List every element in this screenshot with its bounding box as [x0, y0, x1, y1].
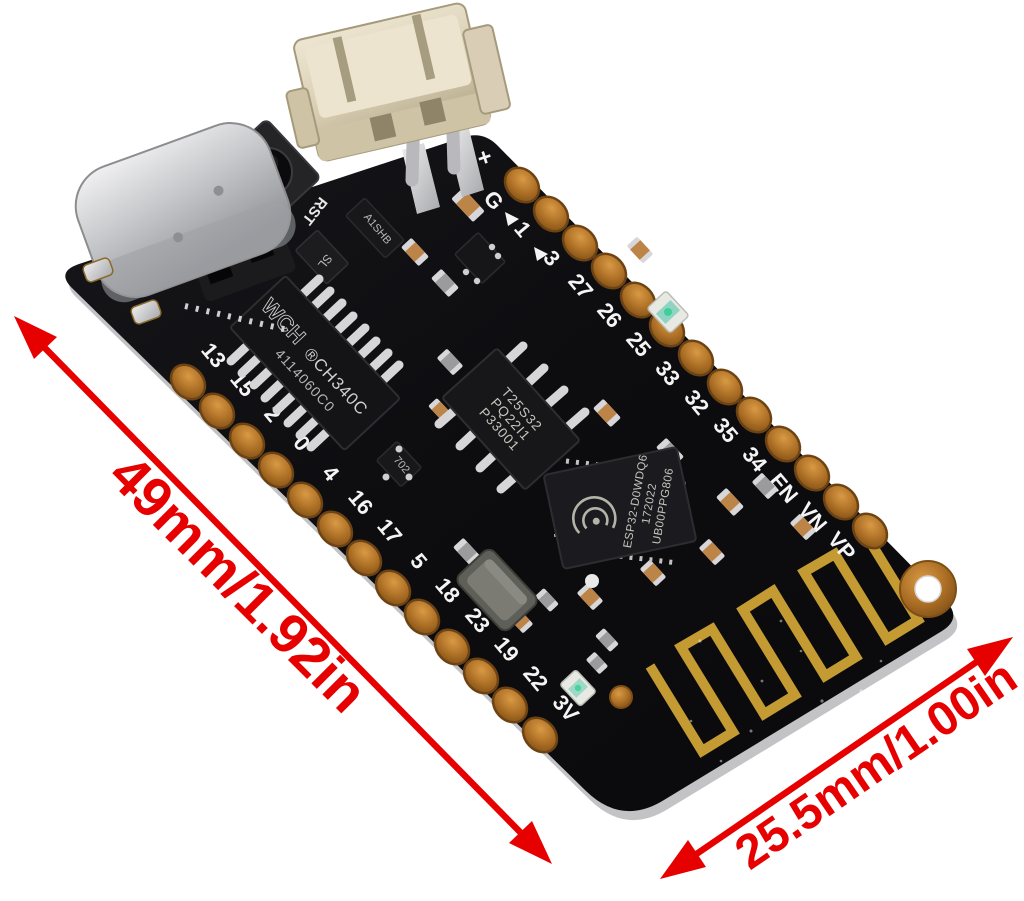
- transistor-702: 702: [376, 441, 422, 487]
- ch340-body: [230, 275, 400, 451]
- smd-component: [699, 539, 725, 565]
- battery-connector-body: [285, 2, 511, 162]
- pin-pad: [851, 512, 889, 550]
- status-led: [560, 670, 596, 706]
- flash-body: [442, 348, 580, 490]
- pin-pads-bottom-row: [169, 363, 559, 754]
- ch340-chip: WCH ®CH340C 4114060C0: [226, 274, 404, 452]
- pin-pad: [228, 422, 266, 460]
- arrowhead-icon: [660, 840, 706, 879]
- pin-pad: [590, 252, 628, 290]
- pin-pad: [561, 224, 599, 262]
- pin-pad: [503, 166, 541, 204]
- smd-component: [790, 514, 816, 540]
- smd-component: [453, 538, 481, 566]
- tx-arrow-icon: [505, 212, 519, 226]
- smd-component: [627, 237, 653, 263]
- usb-solder-lug: [82, 257, 114, 283]
- pin-pad: [706, 368, 744, 406]
- pin-pad: [793, 454, 831, 492]
- pin-pad: [521, 716, 559, 754]
- smd-component: [716, 488, 744, 516]
- pin-pad: [198, 392, 236, 430]
- pin-pad: [374, 569, 412, 607]
- flash-chip: T25S32 PQ22I1 P33001: [434, 341, 590, 494]
- pin-pad: [403, 598, 441, 636]
- dust-speckles: [558, 260, 908, 763]
- smd-component: [752, 473, 778, 499]
- arrowhead-icon: [14, 316, 57, 359]
- smd-component: [431, 269, 459, 297]
- power-led: [647, 291, 689, 333]
- pin-pad: [433, 628, 471, 666]
- gold-test-point: [609, 685, 633, 709]
- fiducial-dot: [585, 574, 599, 588]
- diode-sl: SL: [295, 230, 349, 284]
- pin-pad: [286, 481, 324, 519]
- length-arrow-line: [39, 342, 525, 837]
- pin-pad: [619, 281, 657, 319]
- smd-component: [586, 652, 608, 674]
- pin-pad: [532, 195, 570, 233]
- width-arrow-line: [693, 658, 980, 858]
- pin-pad: [822, 483, 860, 521]
- smd-component: [401, 238, 429, 266]
- pin-pad: [735, 396, 773, 434]
- pin-pad: [169, 363, 207, 401]
- arrowhead-icon: [509, 821, 552, 864]
- usb-c-connector: [74, 122, 296, 334]
- espressif-logo: [572, 496, 617, 534]
- wifi-antenna-trace: [645, 532, 925, 758]
- mounting-hole: [899, 560, 957, 618]
- pin-pad: [345, 539, 383, 577]
- ch340-leads: [226, 274, 404, 452]
- pin-pads-top-row: [503, 166, 889, 550]
- battery-connector: [285, 2, 511, 214]
- pin-pad: [462, 657, 500, 695]
- sot23-5-ic: [454, 232, 506, 285]
- esp32-body: [543, 446, 697, 570]
- pin-pad: [316, 510, 354, 548]
- smd-component: [640, 560, 666, 586]
- pin-pad: [257, 451, 295, 489]
- arrowhead-icon: [967, 637, 1013, 676]
- usb-solder-lug: [130, 299, 162, 325]
- pin-pad: [677, 339, 715, 377]
- smd-component: [577, 584, 603, 610]
- smd-component: [437, 349, 463, 375]
- rx-arrow-icon: [534, 247, 548, 261]
- smd-component: [535, 588, 559, 612]
- smd-component: [595, 628, 619, 652]
- pin-pad: [764, 425, 802, 463]
- pin-pad: [491, 686, 529, 724]
- crystal-oscillator: [456, 548, 538, 632]
- esp32-chip: ESP32-D0WDQ6 172022 UB00PPG806: [543, 446, 697, 588]
- smd-component: [593, 399, 621, 427]
- smd-component: [452, 188, 484, 222]
